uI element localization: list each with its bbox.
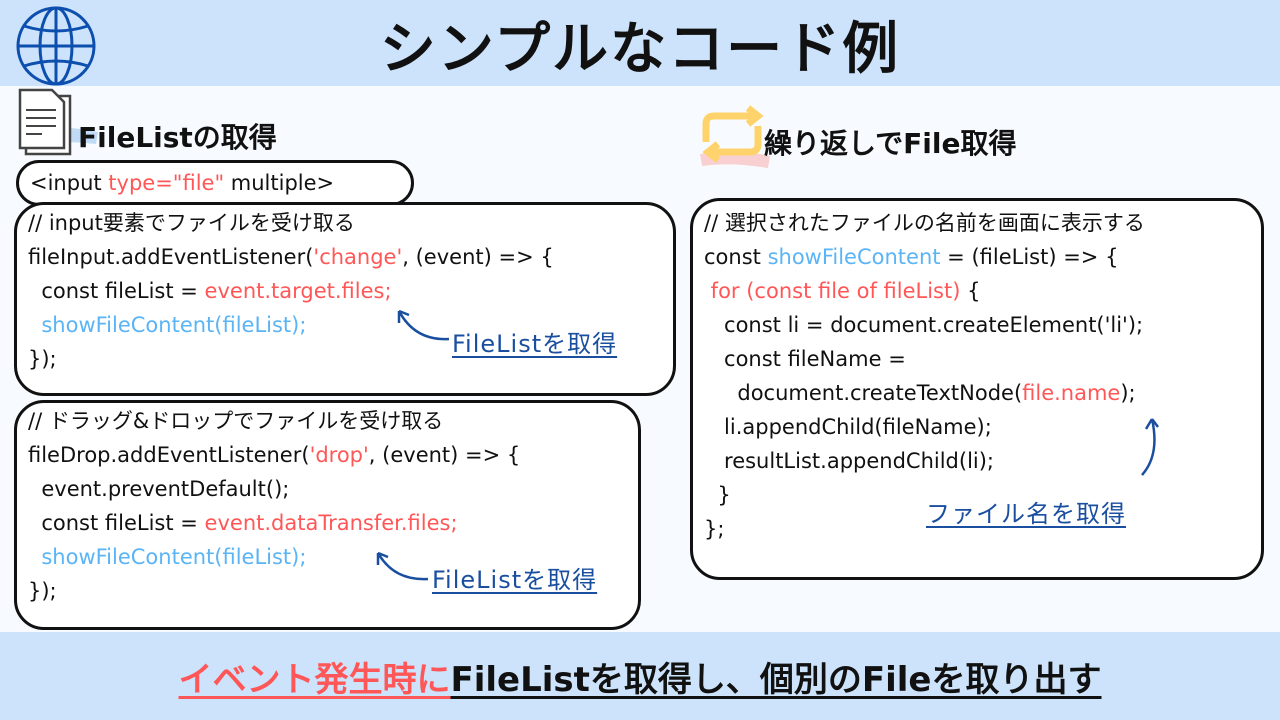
code-line: resultList.appendChild(li); <box>704 444 1145 478</box>
arrow-icon <box>397 309 450 341</box>
code-line: for (const file of fileList) { <box>704 274 1145 308</box>
section-title-filelist: FileListの取得 <box>78 121 277 154</box>
code-line: }); <box>28 574 520 608</box>
annotation-filelist-1: FileListを取得 <box>452 330 618 358</box>
code-line: const li = document.createElement('li'); <box>704 308 1145 342</box>
globe-icon <box>16 6 96 86</box>
code-line: // ドラッグ&ドロップでファイルを受け取る <box>28 404 520 438</box>
code-token: const fileList = <box>28 279 205 303</box>
code-token: // 選択されたファイルの名前を画面に表示する <box>704 211 1145 235</box>
document-icon <box>18 88 98 156</box>
code-token: for (const file of fileList) <box>704 279 961 303</box>
code-line: showFileContent(fileList); <box>28 308 554 342</box>
code-token: // input要素でファイルを受け取る <box>28 211 355 235</box>
code-token: ); <box>1120 381 1136 405</box>
arrow-icon <box>376 551 429 581</box>
code-line: fileDrop.addEventListener('drop', (event… <box>28 438 520 472</box>
code-line: document.createTextNode(file.name); <box>704 376 1145 410</box>
code-token: }; <box>704 517 725 541</box>
code-token: li.appendChild(fileName); <box>704 415 992 439</box>
code-token: const fileList = <box>28 511 205 535</box>
code-token: const li = document.createElement('li'); <box>704 313 1144 337</box>
code-token: type="file" <box>108 171 225 195</box>
code-token: = (fileList) => { <box>940 245 1119 269</box>
code-line: li.appendChild(fileName); <box>704 410 1145 444</box>
code-line: const fileName = <box>704 342 1145 376</box>
footer-text: FileListを取得し、個別のFileを取り出す <box>450 660 1102 700</box>
code-token: }); <box>28 579 57 603</box>
code-token: event.target.files; <box>204 279 392 303</box>
code-box-input <box>14 202 676 396</box>
repeat-icon <box>700 105 770 168</box>
code-block-drop: // ドラッグ&ドロップでファイルを受け取る fileDrop.addEventL… <box>28 404 520 608</box>
code-token: { <box>960 279 981 303</box>
code-line: const showFileContent = (fileList) => { <box>704 240 1145 274</box>
code-token: 'drop' <box>309 443 369 467</box>
annotation-filelist-2: FileListを取得 <box>432 566 598 594</box>
code-line: // 選択されたファイルの名前を画面に表示する <box>704 206 1145 240</box>
code-token: event.dataTransfer.files; <box>204 511 458 535</box>
code-token: multiple> <box>224 171 335 195</box>
code-token: fileDrop.addEventListener( <box>28 443 310 467</box>
code-line: }); <box>28 342 554 376</box>
code-token: <input <box>30 171 109 195</box>
code-token: document.createTextNode( <box>704 381 1023 405</box>
code-token: // ドラッグ&ドロップでファイルを受け取る <box>28 409 444 433</box>
code-token: } <box>704 483 731 507</box>
code-token: }); <box>28 347 57 371</box>
code-line: const fileList = event.target.files; <box>28 274 554 308</box>
footer-band <box>0 632 1280 720</box>
code-line: event.preventDefault(); <box>28 472 520 506</box>
code-line: <input type="file" multiple> <box>30 166 334 200</box>
footer-summary: イベント発生時にFileListを取得し、個別のFileを取り出す <box>0 652 1280 701</box>
annotation-filename: ファイル名を取得 <box>926 500 1126 528</box>
code-line: fileInput.addEventListener('change', (ev… <box>28 240 554 274</box>
code-token: showFileContent(fileList); <box>28 313 307 337</box>
code-line: showFileContent(fileList); <box>28 540 520 574</box>
code-token: const <box>704 245 768 269</box>
code-token: showFileContent(fileList); <box>28 545 307 569</box>
input-tag-code: <input type="file" multiple> <box>30 166 334 200</box>
code-line: // input要素でファイルを受け取る <box>28 206 554 240</box>
footer-highlight: イベント発生時に <box>178 660 451 700</box>
code-box-drop <box>14 400 641 630</box>
code-token: event.preventDefault(); <box>28 477 290 501</box>
code-token: 'change' <box>313 245 403 269</box>
code-token: , (event) => { <box>402 245 554 269</box>
code-block-input: // input要素でファイルを受け取る fileInput.addEventLi… <box>28 206 554 376</box>
code-line: const fileList = event.dataTransfer.file… <box>28 506 520 540</box>
code-token: showFileContent <box>767 245 941 269</box>
code-line: } <box>704 478 1145 512</box>
header-band <box>0 0 1280 86</box>
code-token: , (event) => { <box>368 443 521 467</box>
page-title: シンプルなコード例 <box>379 17 901 82</box>
section-title-loop: 繰り返しでFile取得 <box>764 127 1017 160</box>
arrow-icon <box>1141 418 1159 476</box>
code-token: fileInput.addEventListener( <box>28 245 314 269</box>
code-box-show <box>690 198 1264 580</box>
code-block-show: // 選択されたファイルの名前を画面に表示する const showFileCon… <box>704 206 1145 546</box>
code-line: }; <box>704 512 1145 546</box>
code-token: file.name <box>1022 381 1121 405</box>
code-token: resultList.appendChild(li); <box>704 449 995 473</box>
code-token: const fileName = <box>704 347 906 371</box>
